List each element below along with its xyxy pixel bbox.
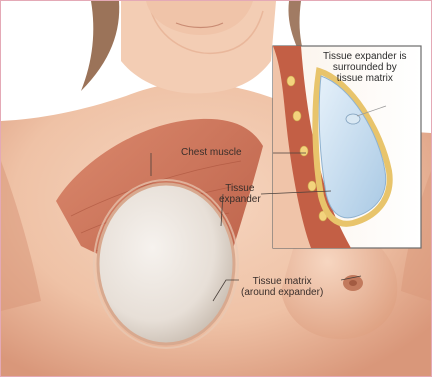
label-tissue-expander-line2: expander (219, 194, 261, 205)
label-tissue-matrix: Tissue matrix (around expander) (241, 276, 323, 298)
label-inset-description: Tissue expander is surrounded by tissue … (323, 51, 407, 84)
label-chest-muscle: Chest muscle (181, 147, 242, 158)
label-inset-line3: tissue matrix (323, 73, 407, 84)
label-inset-line1: Tissue expander is (323, 51, 407, 62)
label-tissue-matrix-line2: (around expander) (241, 287, 323, 298)
tissue-expander (98, 184, 234, 344)
label-tissue-matrix-line1: Tissue matrix (241, 276, 323, 287)
hair (81, 1, 119, 91)
label-tissue-expander: Tissue expander (219, 183, 261, 205)
label-tissue-expander-line1: Tissue (219, 183, 261, 194)
label-inset-line2: surrounded by (323, 62, 407, 73)
